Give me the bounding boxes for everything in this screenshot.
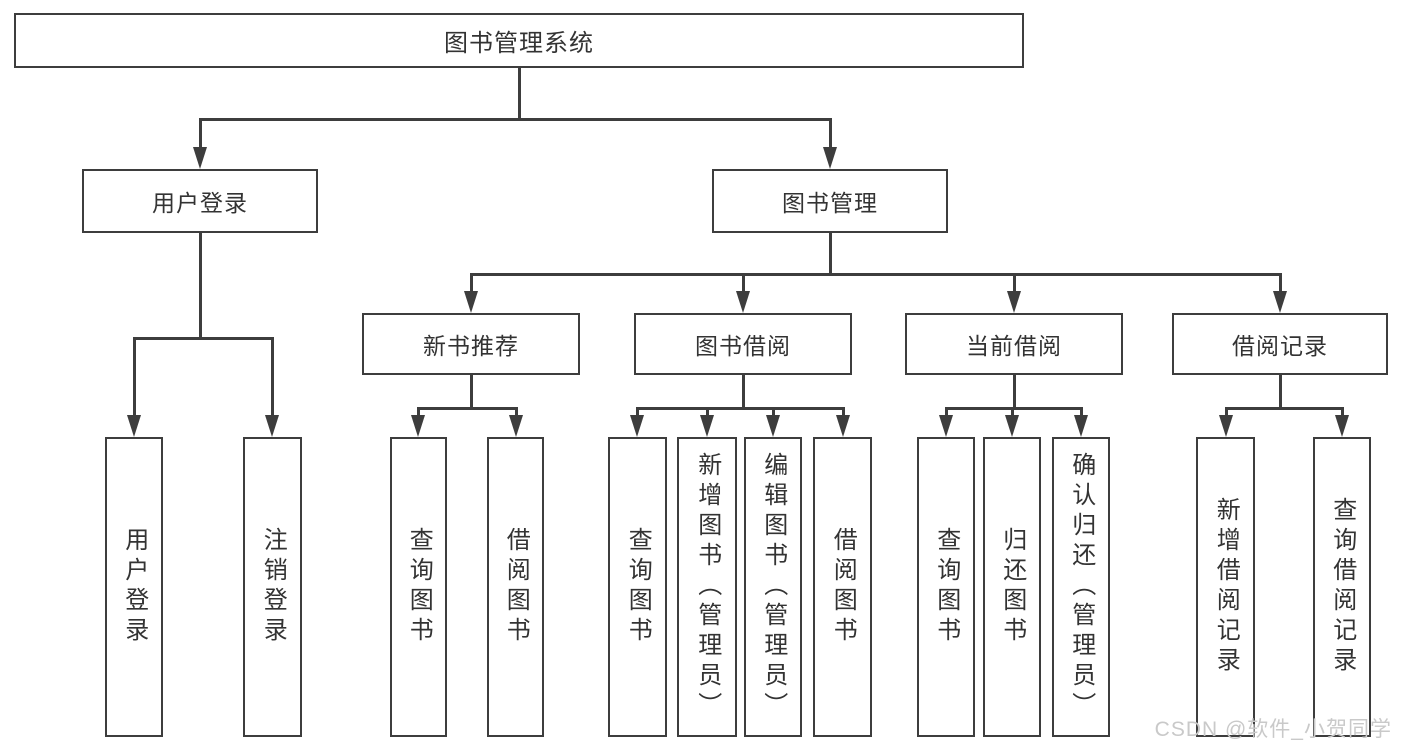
- leaf-user-login: 用户登录: [105, 437, 163, 737]
- connector-vline: [271, 339, 274, 417]
- leaf-logout: 注销登录: [243, 437, 302, 737]
- node-label: 用户登录: [120, 527, 148, 647]
- arrowhead-down: [766, 415, 780, 437]
- leaf-edit-book-admin: 编辑图书（管理员）: [744, 437, 802, 737]
- arrowhead-down: [736, 291, 750, 313]
- connector-vline: [470, 375, 473, 409]
- node-label: 新增借阅记录: [1212, 497, 1240, 677]
- arrowhead-down: [700, 415, 714, 437]
- connector-vline: [199, 233, 202, 339]
- connector-vline: [636, 409, 639, 417]
- node-label: 确认归还（管理员）: [1067, 452, 1095, 722]
- node-label: 新书推荐: [423, 333, 519, 359]
- leaf-add-book-admin: 新增图书（管理员）: [677, 437, 737, 737]
- node-book-borrow: 图书借阅: [634, 313, 852, 375]
- arrowhead-down: [127, 415, 141, 437]
- connector-vline: [706, 409, 709, 417]
- arrowhead-down: [823, 147, 837, 169]
- csdn-watermark: CSDN @软件_小贺同学: [1154, 718, 1392, 741]
- node-current-borrow: 当前借阅: [905, 313, 1123, 375]
- leaf-return-books: 归还图书: [983, 437, 1041, 737]
- node-label: 新增图书（管理员）: [693, 452, 721, 722]
- connector-hline: [199, 118, 832, 121]
- arrowhead-down: [630, 415, 644, 437]
- leaf-query-borrow-record: 查询借阅记录: [1313, 437, 1371, 737]
- node-label: 注销登录: [259, 527, 287, 647]
- connector-vline: [199, 120, 202, 148]
- connector-vline: [829, 233, 832, 275]
- connector-vline: [1013, 375, 1016, 409]
- node-label: 借阅图书: [502, 527, 530, 647]
- node-user-login: 用户登录: [82, 169, 318, 233]
- leaf-confirm-return-admin: 确认归还（管理员）: [1052, 437, 1110, 737]
- node-label: 图书管理: [782, 190, 878, 216]
- connector-vline: [742, 375, 745, 409]
- node-label: 查询图书: [405, 527, 433, 647]
- connector-vline: [1279, 375, 1282, 409]
- connector-vline: [518, 68, 521, 120]
- arrowhead-down: [1007, 291, 1021, 313]
- connector-vline: [772, 409, 775, 417]
- arrowhead-down: [193, 147, 207, 169]
- connector-vline: [133, 339, 136, 417]
- node-book-management: 图书管理: [712, 169, 948, 233]
- connector-vline: [742, 275, 745, 292]
- node-label: 当前借阅: [966, 333, 1062, 359]
- arrowhead-down: [1074, 415, 1088, 437]
- connector-hline: [1225, 407, 1344, 410]
- node-label: 查询借阅记录: [1328, 497, 1356, 677]
- connector-vline: [842, 409, 845, 417]
- connector-hline: [636, 407, 845, 410]
- connector-hline: [133, 337, 274, 340]
- leaf-query-books-recommend: 查询图书: [390, 437, 447, 737]
- leaf-borrow-books-recommend: 借阅图书: [487, 437, 544, 737]
- leaf-query-books-borrow: 查询图书: [608, 437, 667, 737]
- node-borrow-records: 借阅记录: [1172, 313, 1388, 375]
- connector-vline: [1080, 409, 1083, 417]
- node-label: 借阅记录: [1232, 333, 1328, 359]
- node-book-management-system: 图书管理系统: [14, 13, 1024, 68]
- connector-vline: [829, 120, 832, 148]
- connector-vline: [1279, 275, 1282, 292]
- node-label: 用户登录: [152, 190, 248, 216]
- connector-vline: [417, 409, 420, 417]
- arrowhead-down: [1005, 415, 1019, 437]
- node-new-book-recommend: 新书推荐: [362, 313, 580, 375]
- leaf-borrow-books: 借阅图书: [813, 437, 872, 737]
- node-label: 归还图书: [998, 527, 1026, 647]
- arrowhead-down: [1273, 291, 1287, 313]
- connector-vline: [1013, 275, 1016, 292]
- arrowhead-down: [939, 415, 953, 437]
- arrowhead-down: [1335, 415, 1349, 437]
- node-label: 图书借阅: [695, 333, 791, 359]
- arrowhead-down: [509, 415, 523, 437]
- connector-vline: [1011, 409, 1014, 417]
- connector-hline: [945, 407, 1083, 410]
- connector-vline: [515, 409, 518, 417]
- connector-vline: [945, 409, 948, 417]
- arrowhead-down: [464, 291, 478, 313]
- node-label: 查询图书: [624, 527, 652, 647]
- node-label: 图书管理系统: [444, 30, 594, 57]
- node-label: 借阅图书: [829, 527, 857, 647]
- connector-vline: [470, 275, 473, 292]
- node-label: 查询图书: [932, 527, 960, 647]
- connector-hline: [470, 273, 1282, 276]
- connector-vline: [1225, 409, 1228, 417]
- arrowhead-down: [265, 415, 279, 437]
- arrowhead-down: [411, 415, 425, 437]
- arrowhead-down: [836, 415, 850, 437]
- connector-hline: [417, 407, 518, 410]
- leaf-query-books-current: 查询图书: [917, 437, 975, 737]
- node-label: 编辑图书（管理员）: [759, 452, 787, 722]
- arrowhead-down: [1219, 415, 1233, 437]
- leaf-add-borrow-record: 新增借阅记录: [1196, 437, 1255, 737]
- connector-vline: [1341, 409, 1344, 417]
